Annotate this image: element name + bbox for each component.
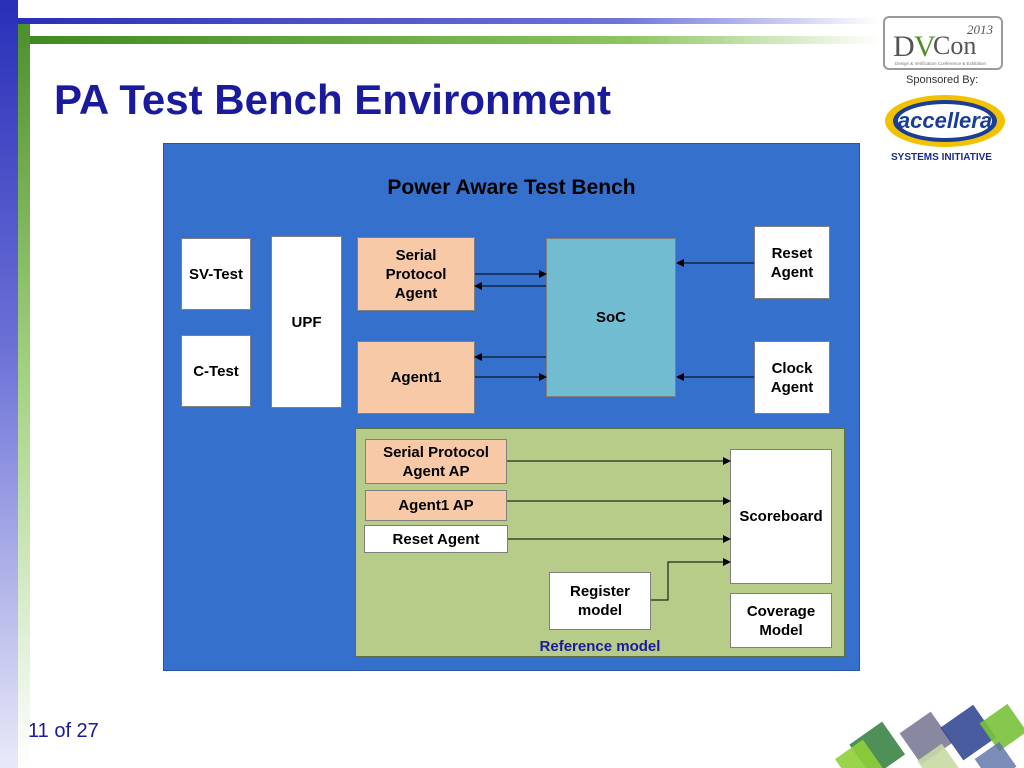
serial-protocol-agent-box: Serial Protocol Agent [357,237,475,311]
top-accent-bar-green [30,36,880,44]
left-accent-bar-green [18,22,30,768]
svg-text:2013: 2013 [967,22,994,37]
svg-text:V: V [914,30,936,63]
coverage-model-box: Coverage Model [730,593,832,648]
register-model-box: Register model [549,572,651,630]
scoreboard-box: Scoreboard [730,449,832,584]
reset-agent-ref-box: Reset Agent [364,525,508,553]
sponsored-by-label: Sponsored By: [906,74,979,86]
test-bench-title: Power Aware Test Bench [387,176,636,199]
soc-box: SoC [546,238,676,397]
svg-text:Con: Con [933,31,976,60]
accellera-logo: accellera [882,92,1008,150]
reference-model-label: Reference model [539,638,661,655]
upf-box: UPF [271,236,342,408]
arrow-register-model-to-scoreboard [651,558,731,601]
dvcon-logo: D V Con 2013 Design & Verification Confe… [881,14,1005,72]
svg-text:accellera: accellera [898,108,992,133]
svg-text:Design & Verification Conferen: Design & Verification Conference & Exhib… [895,61,987,66]
sv-test-box: SV-Test [181,238,251,310]
reset-agent-box: Reset Agent [754,226,830,299]
top-accent-bar-blue [18,18,880,24]
slide-title: PA Test Bench Environment [54,76,611,123]
clock-agent-box: Clock Agent [754,341,830,414]
left-accent-bar-blue [0,0,18,768]
decorative-squares [835,703,1024,768]
serial-protocol-agent-ap-box: Serial Protocol Agent AP [365,439,507,484]
systems-initiative-label: SYSTEMS INITIATIVE [891,152,992,163]
page-number: 11 of 27 [28,720,99,742]
svg-text:D: D [893,30,915,63]
agent1-box: Agent1 [357,341,475,414]
agent1-ap-box: Agent1 AP [365,490,507,521]
c-test-box: C-Test [181,335,251,407]
